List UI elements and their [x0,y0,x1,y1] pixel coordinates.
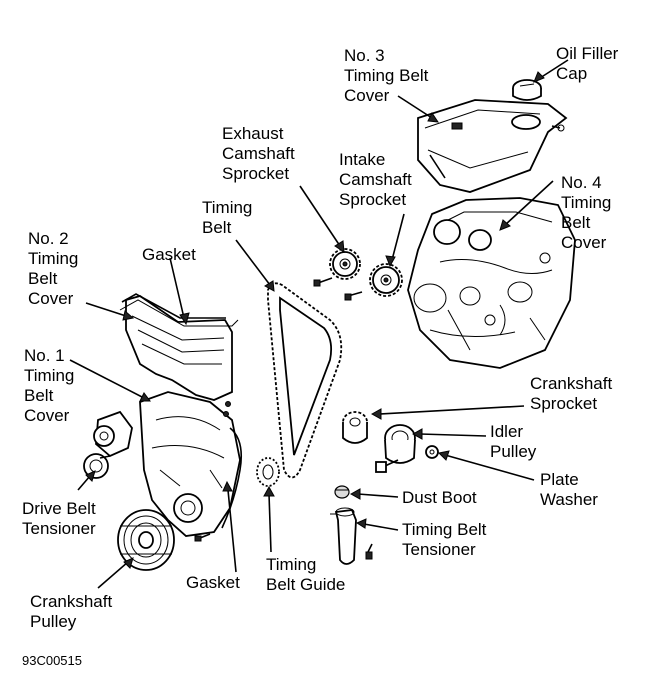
label-plate-washer: Plate Washer [540,470,598,509]
intake-camshaft-sprocket-part [369,263,403,297]
gasket-top-part [121,293,226,319]
idler-pulley-part [375,424,416,473]
leader-lines [69,59,569,589]
drive-belt-tensioner-part [83,410,133,479]
label-no2-timing-belt-cover: No. 2 Timing Belt Cover [28,229,83,308]
timing-belt-tensioner-part [330,507,373,565]
exhaust-camshaft-sprocket-part [329,248,361,280]
timing-belt-guide-part [256,457,280,487]
label-timing-belt: Timing Belt [202,198,257,237]
camshaft-bolts-part [313,277,363,301]
label-idler-pulley: Idler Pulley [490,422,537,461]
no4-cover-engine-block-part [407,197,576,369]
label-drive-belt-tensioner: Drive Belt Tensioner [22,499,100,538]
crankshaft-pulley-part [117,509,175,571]
dust-boot-part [334,485,350,499]
no1-timing-belt-cover-part [139,391,241,542]
label-no1-timing-belt-cover: No. 1 Timing Belt Cover [24,346,79,425]
oil-filler-cap-part [512,79,542,101]
no2-timing-belt-cover-part [119,295,239,401]
label-no4-timing-belt-cover: No. 4 Timing Belt Cover [561,173,616,252]
no3-timing-belt-cover-part [417,99,568,193]
plate-washer-part [425,445,439,459]
crankshaft-sprocket-part [342,411,368,444]
label-crankshaft-sprocket: Crankshaft Sprocket [530,374,617,413]
label-exhaust-camshaft-sprocket: Exhaust Camshaft Sprocket [222,124,299,183]
timing-belt-part [267,282,343,479]
label-dust-boot: Dust Boot [402,488,477,507]
label-timing-belt-guide: Timing Belt Guide [266,555,345,594]
figure-code: 93C00515 [22,653,82,668]
label-crankshaft-pulley: Crankshaft Pulley [30,592,117,631]
label-intake-camshaft-sprocket: Intake Camshaft Sprocket [339,150,416,209]
label-timing-belt-tensioner: Timing Belt Tensioner [402,520,491,559]
gasket-bottom-part [221,427,243,529]
label-gasket-top: Gasket [142,245,196,264]
label-gasket-bottom: Gasket [186,573,240,592]
label-oil-filler-cap: Oil Filler Cap [556,44,623,83]
label-no3-timing-belt-cover: No. 3 Timing Belt Cover [344,46,433,105]
